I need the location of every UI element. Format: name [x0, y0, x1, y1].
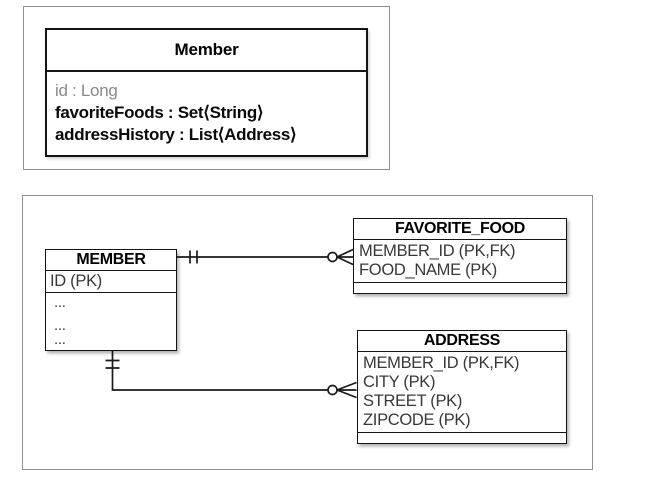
class-field-list: id : Long favoriteFoods : Set⟨String⟩ ad… — [47, 72, 366, 155]
attribute-member-id: MEMBER_ID (PK,FK) — [363, 354, 520, 372]
class-field-address-history: addressHistory : List⟨Address⟩ — [55, 125, 297, 144]
attribute-street: STREET (PK) — [363, 392, 463, 410]
member-entity-title: MEMBER — [46, 250, 176, 271]
class-title: Member — [47, 30, 366, 72]
class-field-favorite-foods: favoriteFoods : Set⟨String⟩ — [55, 103, 264, 122]
member-entity-box: MEMBER ID (PK) ... ... ... — [45, 249, 177, 351]
favorite-food-attributes: MEMBER_ID (PK,FK) FOOD_NAME (PK) — [354, 240, 566, 283]
member-id-attribute: ID (PK) — [46, 271, 176, 293]
address-attributes: MEMBER_ID (PK,FK) CITY (PK) STREET (PK) … — [358, 352, 566, 433]
ellipsis-row: ... — [54, 317, 66, 334]
attribute-member-id: MEMBER_ID (PK,FK) — [359, 242, 516, 260]
member-omitted-columns: ... ... ... — [46, 294, 176, 351]
empty-compartment — [358, 433, 566, 443]
attribute-city: CITY (PK) — [363, 373, 436, 391]
attribute-zipcode: ZIPCODE (PK) — [363, 411, 471, 429]
ellipsis-row: ... — [54, 294, 66, 311]
favorite-food-entity-title: FAVORITE_FOOD — [354, 219, 566, 240]
attribute-food-name: FOOD_NAME (PK) — [359, 261, 497, 279]
class-field-id: id : Long — [55, 81, 118, 100]
address-entity-box: ADDRESS MEMBER_ID (PK,FK) CITY (PK) STRE… — [357, 330, 567, 444]
member-class-box: Member id : Long favoriteFoods : Set⟨Str… — [45, 28, 368, 157]
address-entity-title: ADDRESS — [358, 331, 566, 352]
favorite-food-entity-box: FAVORITE_FOOD MEMBER_ID (PK,FK) FOOD_NAM… — [353, 218, 567, 294]
ellipsis-row: ... — [54, 331, 66, 348]
empty-compartment — [354, 283, 566, 293]
